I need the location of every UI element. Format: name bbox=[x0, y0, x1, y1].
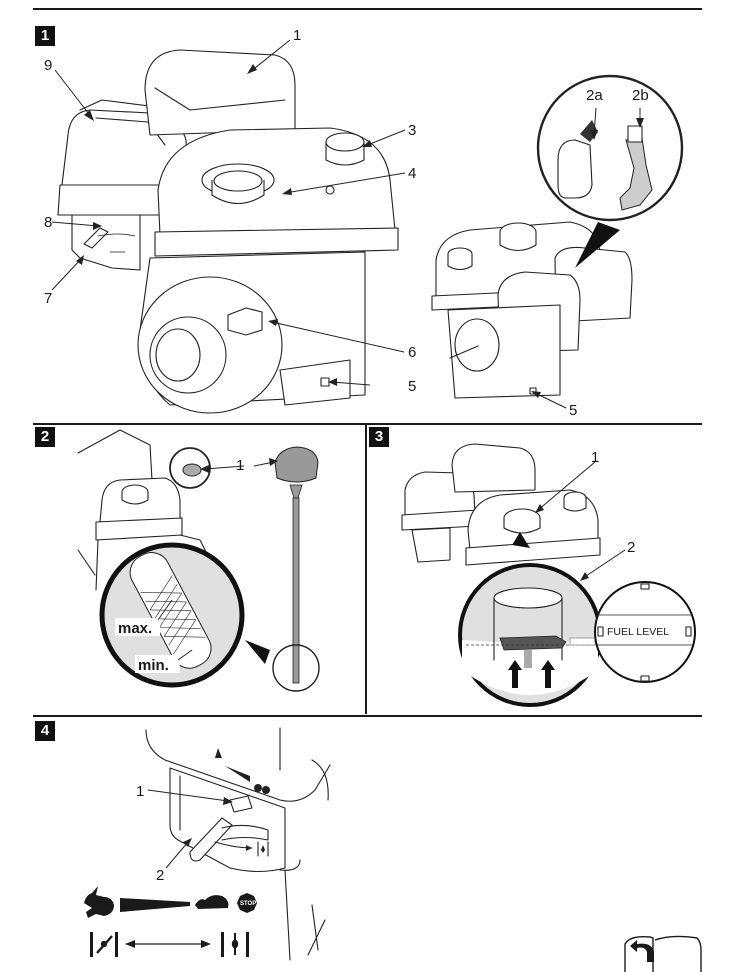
figure-1-badge: 1 bbox=[35, 26, 55, 46]
figure-1-leaders bbox=[51, 39, 644, 409]
figure-1-callout-4: 4 bbox=[408, 165, 416, 182]
engine-fuel-fill-drawing bbox=[401, 443, 601, 566]
figure-4-badge: 4 bbox=[35, 721, 55, 741]
figure-1-callout-8: 8 bbox=[44, 214, 52, 231]
choke-open-icon bbox=[221, 932, 249, 957]
figure-2-callout-1: 1 bbox=[236, 457, 244, 474]
choke-closed-icon bbox=[90, 932, 118, 957]
figure-divider-vertical bbox=[365, 424, 367, 714]
top-rule bbox=[33, 8, 702, 10]
stop-sign-icon: STOP bbox=[237, 893, 257, 913]
figure-3-badge: 3 bbox=[369, 427, 389, 447]
figure-4-callout-1: 1 bbox=[136, 783, 144, 800]
rabbit-icon bbox=[84, 886, 114, 918]
figure-3-callout-2: 2 bbox=[627, 539, 635, 556]
figure-divider-2 bbox=[33, 715, 702, 717]
figure-1-callout-2a: 2a bbox=[586, 87, 603, 104]
figure-2-badge: 2 bbox=[35, 427, 55, 447]
dipstick-magnified-drawing bbox=[99, 542, 270, 688]
figure-1-callout-5b: 5 bbox=[569, 402, 577, 419]
figure-divider-1 bbox=[33, 423, 702, 425]
engine-main-drawing bbox=[57, 49, 399, 414]
figure-4-callout-2: 2 bbox=[156, 867, 164, 884]
figure-1-callout-9: 9 bbox=[44, 57, 52, 74]
choke-range-arrow-icon bbox=[125, 940, 211, 948]
dipstick-min-label: min. bbox=[138, 657, 169, 674]
fuel-level-label: FUEL LEVEL bbox=[607, 626, 669, 638]
figure-1-callout-5a: 5 bbox=[408, 378, 416, 395]
turtle-icon bbox=[195, 895, 229, 909]
engine-rear-view-drawing bbox=[431, 74, 684, 399]
svg-text:STOP: STOP bbox=[240, 901, 256, 907]
speed-wedge-icon bbox=[120, 898, 190, 912]
engine-oil-fill-drawing bbox=[77, 429, 211, 591]
figure-1-callout-2b: 2b bbox=[632, 87, 649, 104]
figure-1-callout-1: 1 bbox=[293, 27, 301, 44]
control-lever-closeup-drawing bbox=[145, 727, 331, 961]
figure-1-callout-3: 3 bbox=[408, 122, 416, 139]
figure-1-callout-6: 6 bbox=[408, 344, 416, 361]
dipstick-drawing bbox=[272, 446, 320, 692]
turn-page-icon bbox=[624, 935, 702, 972]
dipstick-max-label: max. bbox=[118, 620, 152, 637]
fuel-gauge-magnified-drawing bbox=[458, 563, 696, 707]
figure-1-callout-7: 7 bbox=[44, 290, 52, 307]
figure-3-callout-1: 1 bbox=[591, 449, 599, 466]
